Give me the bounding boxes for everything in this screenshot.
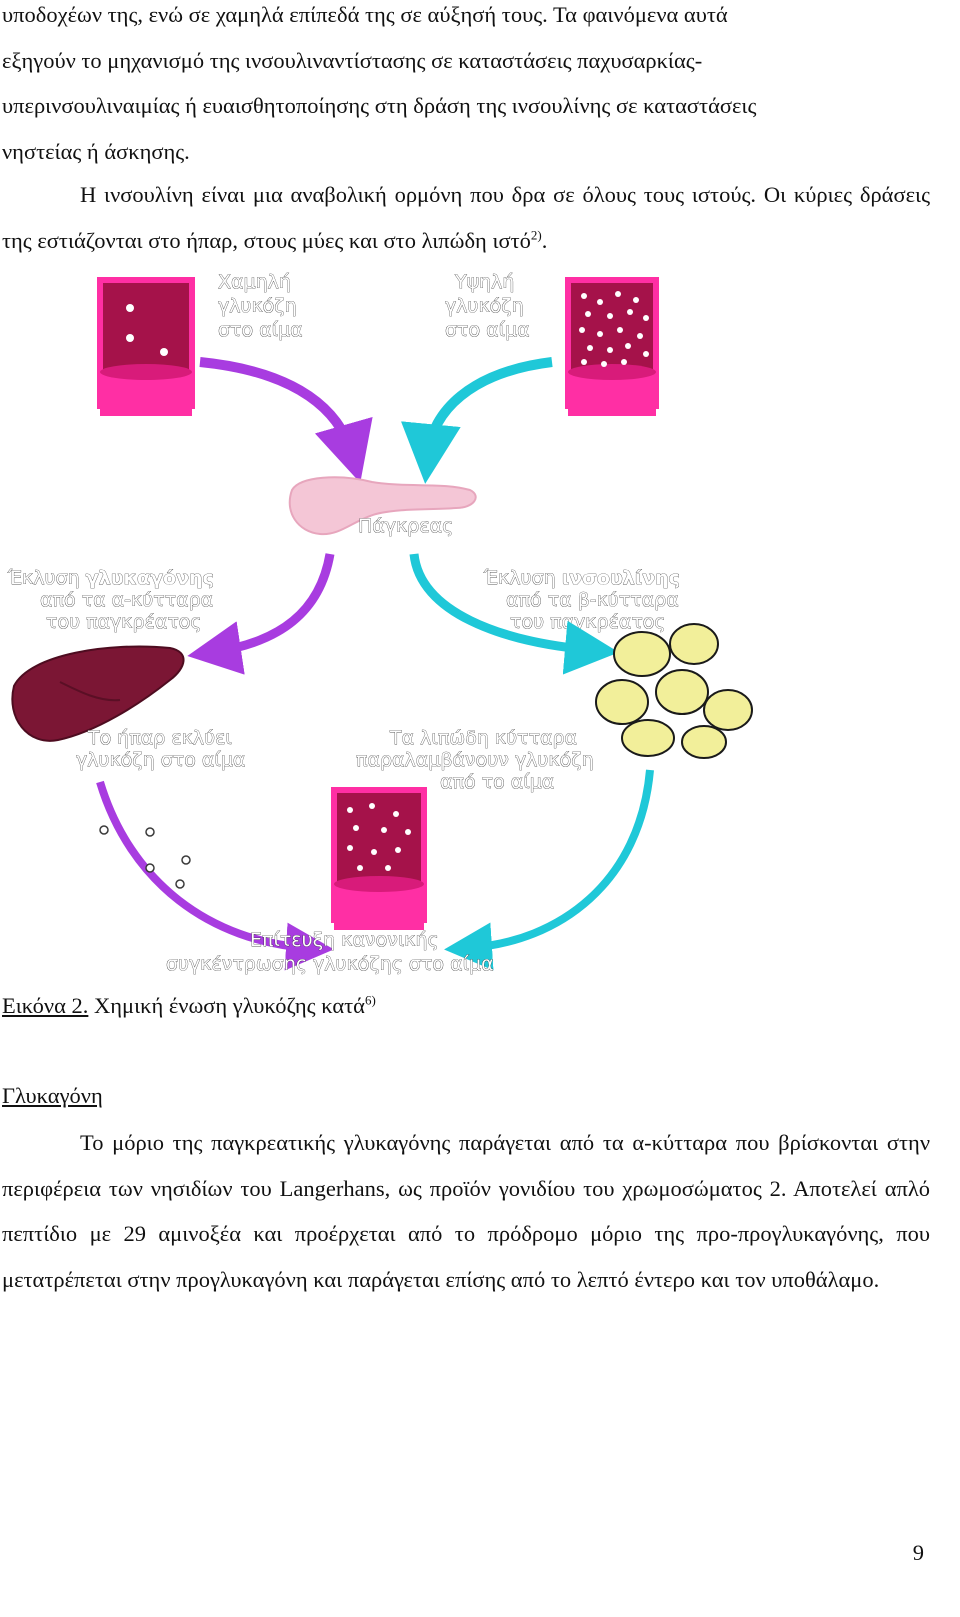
low-glucose-label: Χαμηλή γλυκόζη στο αίμα [218, 271, 303, 342]
svg-text:γλυκόζη: γλυκόζη [445, 295, 524, 317]
paragraph-line: υποδοχέων της, ενώ σε χαμηλά επίπεδά της… [2, 2, 728, 27]
glucagon-paragraph: Το μόριο της παγκρεατικής γλυκαγόνης παρ… [2, 1120, 930, 1302]
page-number: 9 [912, 1540, 924, 1565]
svg-text:Έκλυση ινσουλίνης: Έκλυση ινσουλίνης [483, 567, 680, 589]
insulin-paragraph: Η ινσουλίνη είναι μια αναβολική ορμόνη π… [2, 172, 930, 263]
svg-text:Το ήπαρ εκλύει: Το ήπαρ εκλύει [87, 727, 232, 749]
liver-shape [11, 645, 185, 742]
arrow-low-to-pancreas [199, 357, 373, 483]
svg-text:Επίτευξη κανονικής: Επίτευξη κανονικής [250, 929, 439, 951]
arrow-liver-to-blood [96, 780, 334, 971]
reference-mark: 6) [364, 992, 376, 1008]
svg-text:Χαμηλή: Χαμηλή [218, 271, 291, 293]
svg-text:του παγκρέατος: του παγκρέατος [510, 611, 666, 633]
glucagon-text: Το μόριο της παγκρεατικής γλυκαγόνης παρ… [2, 1130, 930, 1292]
arrow-fat-to-blood [444, 769, 654, 971]
glucose-regulation-figure: Χαμηλή γλυκόζη στο αίμα Υψηλή γλυκόζη στ… [7, 271, 753, 976]
svg-text:παραλαμβάνουν γλυκόζη: παραλαμβάνουν γλυκόζη [356, 749, 594, 771]
paragraph-line: νηστείας ή άσκησης. [2, 138, 190, 164]
figure-number: Εικόνα 2. [2, 993, 89, 1018]
paragraph-line: υπερινσουλιναιμίας ή ευαισθητοποίησης στ… [2, 93, 757, 118]
liver-label: Το ήπαρ εκλύει γλυκόζη στο αίμα [76, 727, 246, 772]
high-glucose-vessel [565, 277, 659, 416]
normal-glucose-vessel [331, 787, 427, 930]
released-glucose-dots [99, 825, 191, 889]
continuation-paragraph: υποδοχέων της, ενώ σε χαμηλά επίπεδά της… [2, 0, 930, 174]
pancreas-shape [288, 476, 477, 536]
pancreas-label: Πάγκρεας [358, 515, 453, 537]
caption-text: Χημική ένωση γλυκόζης κατά [88, 993, 365, 1018]
svg-text:στο αίμα: στο αίμα [445, 319, 530, 341]
glucagon-release-label: Έκλυση γλυκαγόνης από τα α-κύτταρα του π… [7, 567, 214, 634]
normal-glucose-label: Επίτευξη κανονικής συγκέντρωσης γλυκόζης… [166, 929, 494, 976]
high-glucose-label: Υψηλή γλυκόζη στο αίμα [445, 271, 530, 342]
svg-text:στο αίμα: στο αίμα [218, 319, 303, 341]
svg-text:Τα λιπώδη κύτταρα: Τα λιπώδη κύτταρα [389, 727, 577, 749]
section-heading: Γλυκαγόνη [2, 1083, 103, 1108]
arrow-high-to-pancreas [401, 357, 553, 484]
svg-text:συγκέντρωσης γλυκόζης στο αίμα: συγκέντρωσης γλυκόζης στο αίμα [166, 953, 494, 975]
svg-text:του παγκρέατος: του παγκρέατος [46, 611, 202, 633]
paragraph-line: εξηγούν το μηχανισμό της ινσουλιναντίστα… [2, 47, 703, 73]
svg-text:από τα β-κύτταρα: από τα β-κύτταρα [506, 589, 679, 611]
svg-text:Υψηλή: Υψηλή [454, 271, 514, 293]
low-glucose-vessel [97, 277, 195, 416]
svg-text:από το αίμα: από το αίμα [440, 771, 554, 793]
arrow-pancreas-to-liver [187, 553, 335, 675]
svg-text:από τα α-κύτταρα: από τα α-κύτταρα [40, 589, 213, 611]
sentence-end: . [541, 227, 548, 253]
svg-text:γλυκόζη: γλυκόζη [218, 295, 297, 317]
insulin-release-label: Έκλυση ινσουλίνης από τα β-κύτταρα του π… [483, 567, 681, 634]
svg-text:γλυκόζη στο αίμα: γλυκόζη στο αίμα [76, 749, 245, 771]
arrow-pancreas-to-fat [409, 553, 619, 675]
fat-cells-label: Τα λιπώδη κύτταρα παραλαμβάνουν γλυκόζη … [356, 727, 594, 794]
reference-mark: 2) [530, 227, 542, 242]
fat-cells [595, 623, 753, 759]
svg-text:Έκλυση γλυκαγόνης: Έκλυση γλυκαγόνης [7, 567, 214, 589]
insulin-text: Η ινσουλίνη είναι μια αναβολική ορμόνη π… [2, 182, 930, 253]
figure-caption: Εικόνα 2. Χημική ένωση γλυκόζης κατά6) [2, 988, 376, 1024]
